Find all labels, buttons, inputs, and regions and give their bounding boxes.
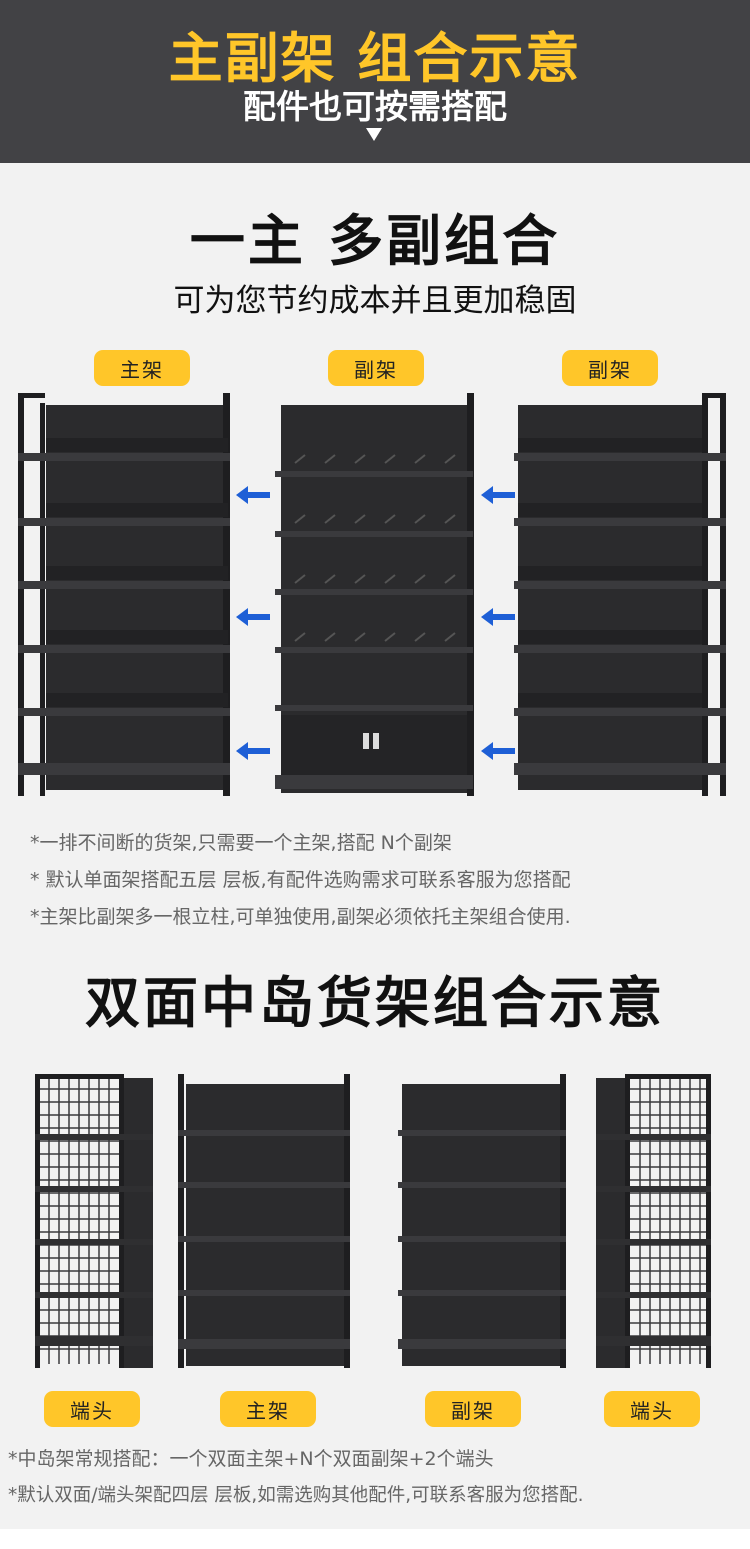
label-end-cap-left: 端头 (44, 1391, 140, 1427)
note-3: *主架比副架多一根立柱,可单独使用,副架必须依托主架组合使用. (30, 906, 571, 928)
triangle-down-icon (366, 128, 382, 141)
arrow-left-icon (481, 742, 515, 760)
note-4: *中岛架常规搭配：一个双面主架+N个双面副架+2个端头 (8, 1448, 494, 1470)
label-end-cap-right: 端头 (604, 1391, 700, 1427)
header-banner: 主副架 组合示意 配件也可按需搭配 (0, 0, 750, 163)
sub-rack-hooks-image (275, 393, 474, 796)
arrow-left-icon (236, 486, 270, 504)
arrow-left-icon (236, 608, 270, 626)
section1-subtitle: 可为您节约成本并且更加稳固 (173, 283, 577, 319)
section1-title: 一主 多副组合 (189, 209, 561, 273)
arrow-left-icon (481, 486, 515, 504)
label-main-rack: 主架 (94, 350, 190, 386)
end-cap-rack-left-image (35, 1074, 153, 1368)
note-1: *一排不间断的货架,只需要一个主架,搭配 N个副架 (30, 832, 452, 854)
sub-rack-image (514, 393, 726, 796)
bottom-band (0, 1529, 750, 1549)
label-sub-rack-1: 副架 (328, 350, 424, 386)
main-rack-image (18, 393, 230, 796)
end-cap-rack-right-image (596, 1074, 711, 1368)
arrow-left-icon (481, 608, 515, 626)
label-double-main: 主架 (220, 1391, 316, 1427)
section2-title: 双面中岛货架组合示意 (84, 971, 665, 1035)
label-double-sub: 副架 (425, 1391, 521, 1427)
label-sub-rack-2: 副架 (562, 350, 658, 386)
note-2: * 默认单面架搭配五层 层板,有配件选购需求可联系客服为您搭配 (30, 869, 571, 891)
double-main-rack-image (178, 1074, 350, 1368)
header-title: 主副架 组合示意 (168, 27, 582, 90)
arrow-left-icon (236, 742, 270, 760)
header-subtitle: 配件也可按需搭配 (243, 87, 507, 126)
note-5: *默认双面/端头架配四层 层板,如需选购其他配件,可联系客服为您搭配. (8, 1485, 584, 1506)
double-sub-rack-image (398, 1074, 566, 1368)
